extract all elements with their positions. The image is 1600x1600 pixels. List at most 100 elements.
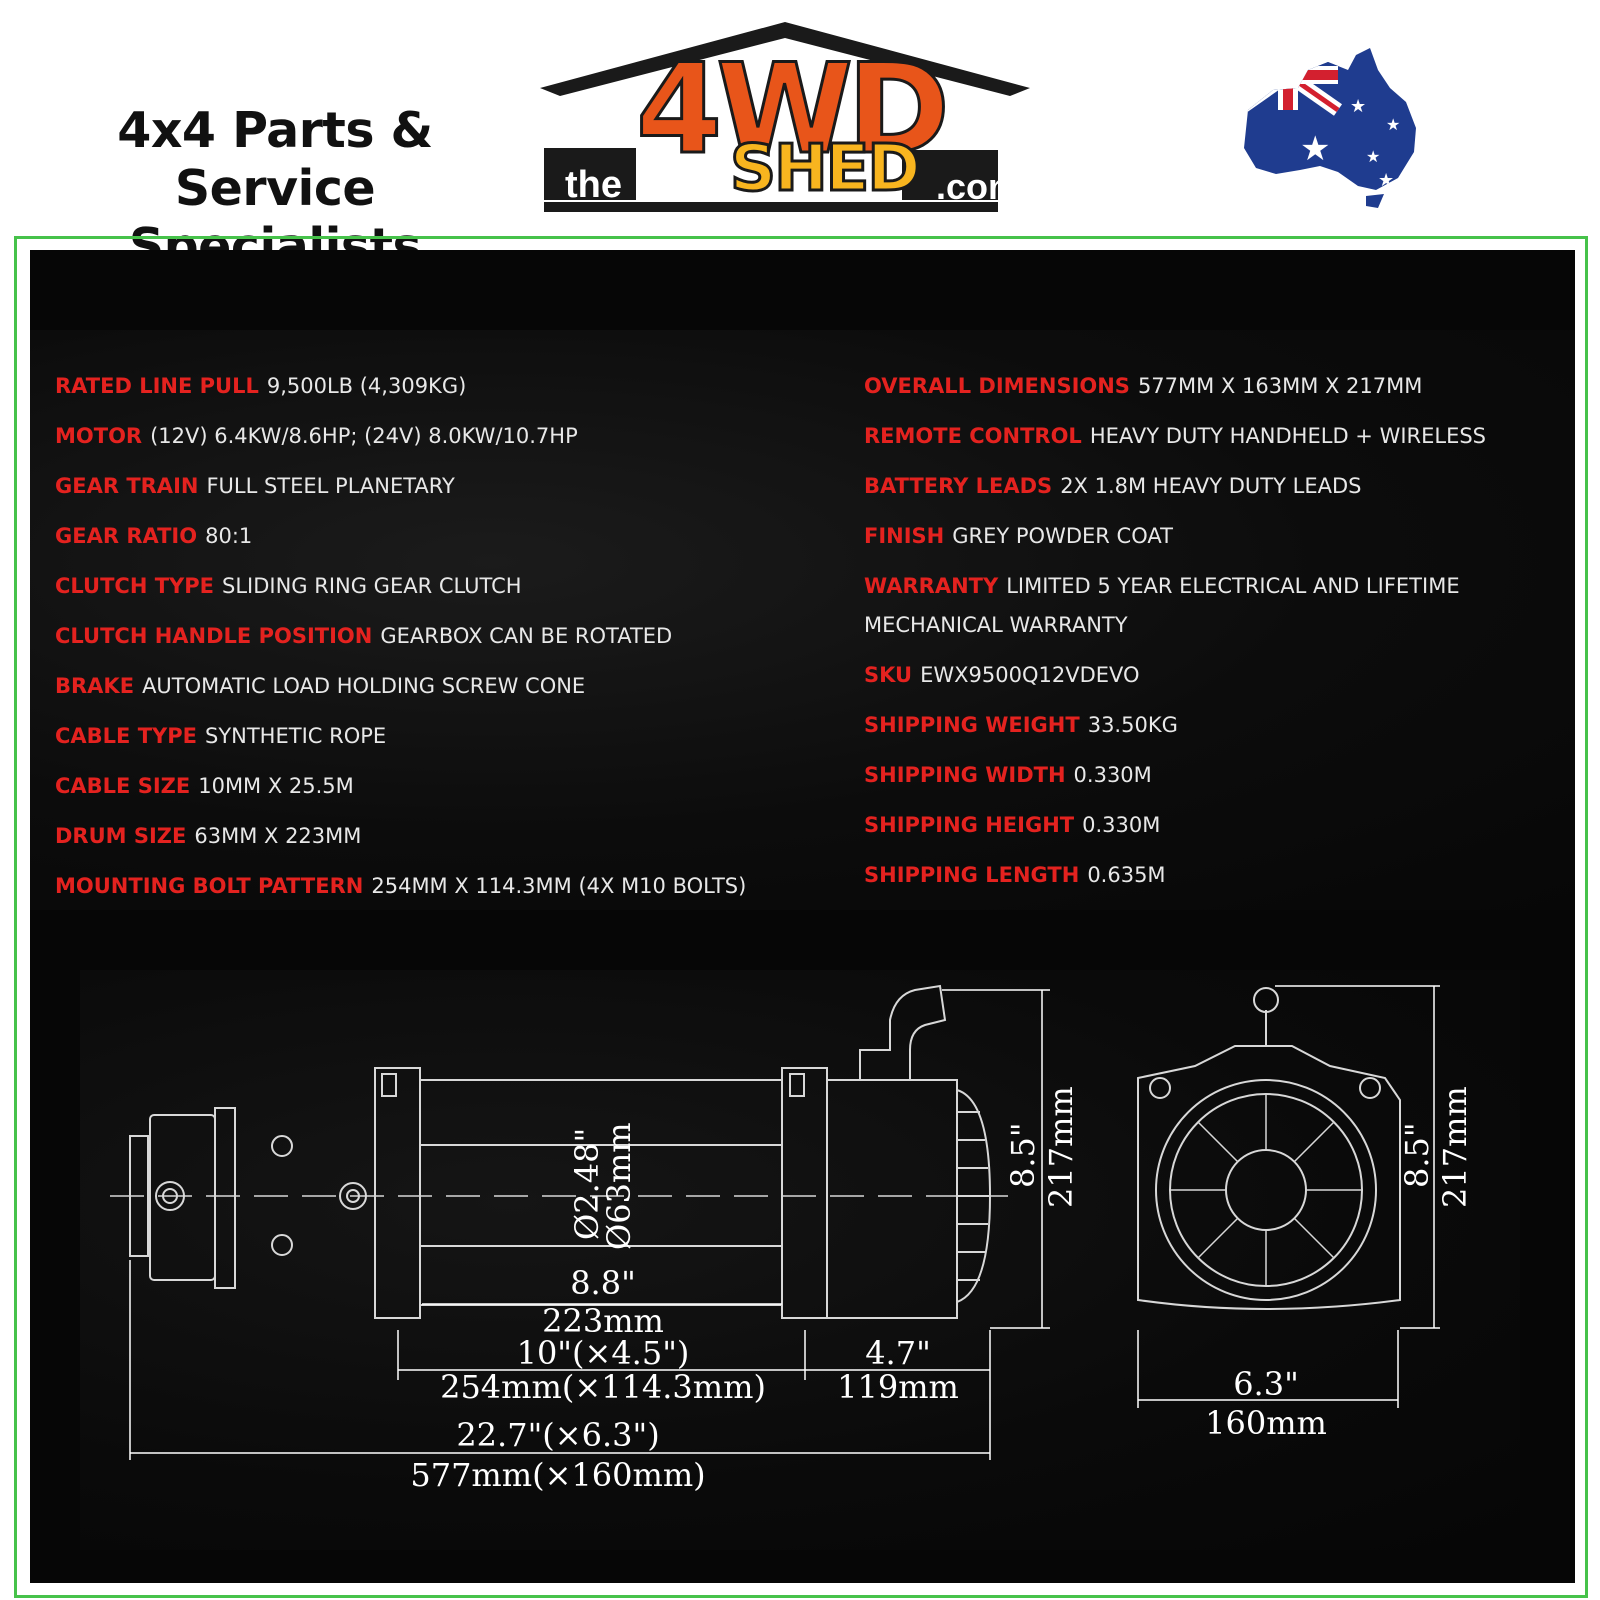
spec-label: BATTERY LEADS (864, 474, 1053, 498)
spec-row: SHIPPING LENGTH 0.635M (864, 856, 1564, 895)
spec-value: HEAVY DUTY HANDHELD + WIRELESS (1089, 424, 1487, 448)
spec-value: 63MM X 223MM (194, 824, 362, 848)
spec-label: CLUTCH HANDLE POSITION (55, 624, 373, 648)
spec-label: WARRANTY (864, 574, 999, 598)
spec-value: 0.330M (1082, 813, 1161, 837)
drum-len-in: 8.8" (570, 1264, 636, 1302)
spec-label: SHIPPING WEIGHT (864, 713, 1080, 737)
overall-mm: 577mm(×160mm) (410, 1456, 705, 1494)
spec-value: GREY POWDER COAT (952, 524, 1173, 548)
spec-value: 9,500LB (4,309KG) (266, 374, 467, 398)
spec-row: SHIPPING HEIGHT 0.330M (864, 806, 1564, 845)
overall-in: 22.7"(×6.3") (456, 1416, 659, 1454)
spec-list-right: OVERALL DIMENSIONS 577MM X 163MM X 217MM R… (864, 367, 1564, 906)
spec-row: FINISH GREY POWDER COAT (864, 517, 1564, 556)
spec-value: SYNTHETIC ROPE (204, 724, 387, 748)
spec-label: DRUM SIZE (55, 824, 187, 848)
spec-row: GEAR TRAIN FULL STEEL PLANETARY (55, 467, 855, 506)
winch-side-view (110, 984, 1010, 1319)
winch-end-view (1137, 987, 1401, 1310)
spec-row: SKU EWX9500Q12VDEVO (864, 656, 1564, 695)
height-mm: 217mm (1042, 1086, 1080, 1208)
spec-list-left: RATED LINE PULL 9,500LB (4,309KG) MOTOR (12… (55, 367, 855, 917)
drum-dia-mm: Ø63mm (600, 1122, 638, 1250)
spec-row: MOUNTING BOLT PATTERN 254MM X 114.3MM (4X… (55, 867, 855, 906)
spec-row: SHIPPING WIDTH 0.330M (864, 756, 1564, 795)
background-texture (30, 330, 1575, 910)
spec-value: (12V) 6.4KW/8.6HP; (24V) 8.0KW/10.7HP (150, 424, 578, 448)
spec-label: OVERALL DIMENSIONS (864, 374, 1130, 398)
spec-label: RATED LINE PULL (55, 374, 259, 398)
svg-text:★: ★ (1378, 170, 1394, 191)
panel-frame (14, 236, 1588, 1598)
motor-mm: 119mm (837, 1368, 959, 1406)
spec-row: SHIPPING WEIGHT 33.50KG (864, 706, 1564, 745)
spec-label: FINISH (864, 524, 945, 548)
dimension-lines (129, 985, 1440, 1460)
spec-value: SLIDING RING GEAR CLUTCH (222, 574, 522, 598)
spec-value: 2X 1.8M HEAVY DUTY LEADS (1060, 474, 1362, 498)
spec-label: GEAR TRAIN (55, 474, 199, 498)
spec-row: BRAKE AUTOMATIC LOAD HOLDING SCREW CONE (55, 667, 855, 706)
bolt-mm: 254mm(×114.3mm) (440, 1368, 766, 1406)
spec-value: 80:1 (205, 524, 253, 548)
svg-text:★: ★ (1300, 129, 1330, 169)
spec-label: SHIPPING HEIGHT (864, 813, 1075, 837)
spec-row: CABLE TYPE SYNTHETIC ROPE (55, 717, 855, 756)
the4wdshed-logo[interactable]: the 4WD SHED .com (540, 16, 1040, 221)
spec-value: GEARBOX CAN BE ROTATED (380, 624, 673, 648)
spec-value: 0.635M (1087, 863, 1166, 887)
spec-value: EWX9500Q12VDEVO (920, 663, 1140, 687)
spec-label: SHIPPING LENGTH (864, 863, 1080, 887)
svg-text:★: ★ (1386, 115, 1400, 134)
height-in: 8.5" (1004, 1122, 1042, 1188)
spec-value: FULL STEEL PLANETARY (206, 474, 455, 498)
spec-row: CABLE SIZE 10MM X 25.5M (55, 767, 855, 806)
end-width-mm: 160mm (1205, 1404, 1327, 1442)
logo-the: the (565, 164, 622, 206)
australia-flag-map-icon: ★ ★ ★ ★ ★ (1244, 48, 1416, 208)
spec-label: CABLE TYPE (55, 724, 197, 748)
drum-len-mm: 223mm (542, 1302, 664, 1340)
spec-value: 577MM X 163MM X 217MM (1137, 374, 1423, 398)
spec-value: 33.50KG (1087, 713, 1178, 737)
end-height-in: 8.5" (1398, 1122, 1436, 1188)
spec-row: MOTOR (12V) 6.4KW/8.6HP; (24V) 8.0KW/10.7… (55, 417, 855, 456)
svg-text:★: ★ (1366, 147, 1380, 166)
logo-4wd: 4WD (635, 37, 952, 184)
spec-label: GEAR RATIO (55, 524, 198, 548)
svg-text:★: ★ (1350, 96, 1366, 117)
spec-row: RATED LINE PULL 9,500LB (4,309KG) (55, 367, 855, 406)
spec-row: DRUM SIZE 63MM X 223MM (55, 817, 855, 856)
spec-value: AUTOMATIC LOAD HOLDING SCREW CONE (142, 674, 586, 698)
spec-label: CABLE SIZE (55, 774, 191, 798)
spec-value: 254MM X 114.3MM (4X M10 BOLTS) (371, 874, 747, 898)
end-width-in: 6.3" (1233, 1365, 1299, 1403)
end-height-mm: 217mm (1436, 1086, 1474, 1208)
spec-label: BRAKE (55, 674, 135, 698)
spec-label: MOUNTING BOLT PATTERN (55, 874, 364, 898)
spec-row: BATTERY LEADS 2X 1.8M HEAVY DUTY LEADS (864, 467, 1564, 506)
spec-value: LIMITED 5 YEAR ELECTRICAL AND LIFETIME M… (864, 574, 1460, 637)
drum-dia-in: Ø2.48" (568, 1128, 606, 1240)
spec-row: CLUTCH TYPE SLIDING RING GEAR CLUTCH (55, 567, 855, 606)
spec-label: REMOTE CONTROL (864, 424, 1082, 448)
spec-value: 10MM X 25.5M (198, 774, 354, 798)
shed-roof-icon (540, 22, 1030, 212)
spec-label: MOTOR (55, 424, 143, 448)
logo-com: .com (936, 166, 1021, 207)
spec-row: CLUTCH HANDLE POSITION GEARBOX CAN BE ROT… (55, 617, 855, 656)
spec-value: 0.330M (1073, 763, 1152, 787)
spec-row: REMOTE CONTROL HEAVY DUTY HANDHELD + WIRE… (864, 417, 1564, 456)
spec-panel: RATED LINE PULL 9,500LB (4,309KG) MOTOR (12… (30, 250, 1575, 1583)
motor-in: 4.7" (865, 1334, 931, 1372)
spec-label: SKU (864, 663, 913, 687)
spec-label: SHIPPING WIDTH (864, 763, 1066, 787)
spec-label: CLUTCH TYPE (55, 574, 214, 598)
tagline-line1: 4x4 Parts & Service (117, 102, 433, 217)
spec-row: OVERALL DIMENSIONS 577MM X 163MM X 217MM (864, 367, 1564, 406)
spec-row: GEAR RATIO 80:1 (55, 517, 855, 556)
logo-shed: SHED (729, 131, 922, 208)
bolt-in: 10"(×4.5") (517, 1334, 690, 1372)
